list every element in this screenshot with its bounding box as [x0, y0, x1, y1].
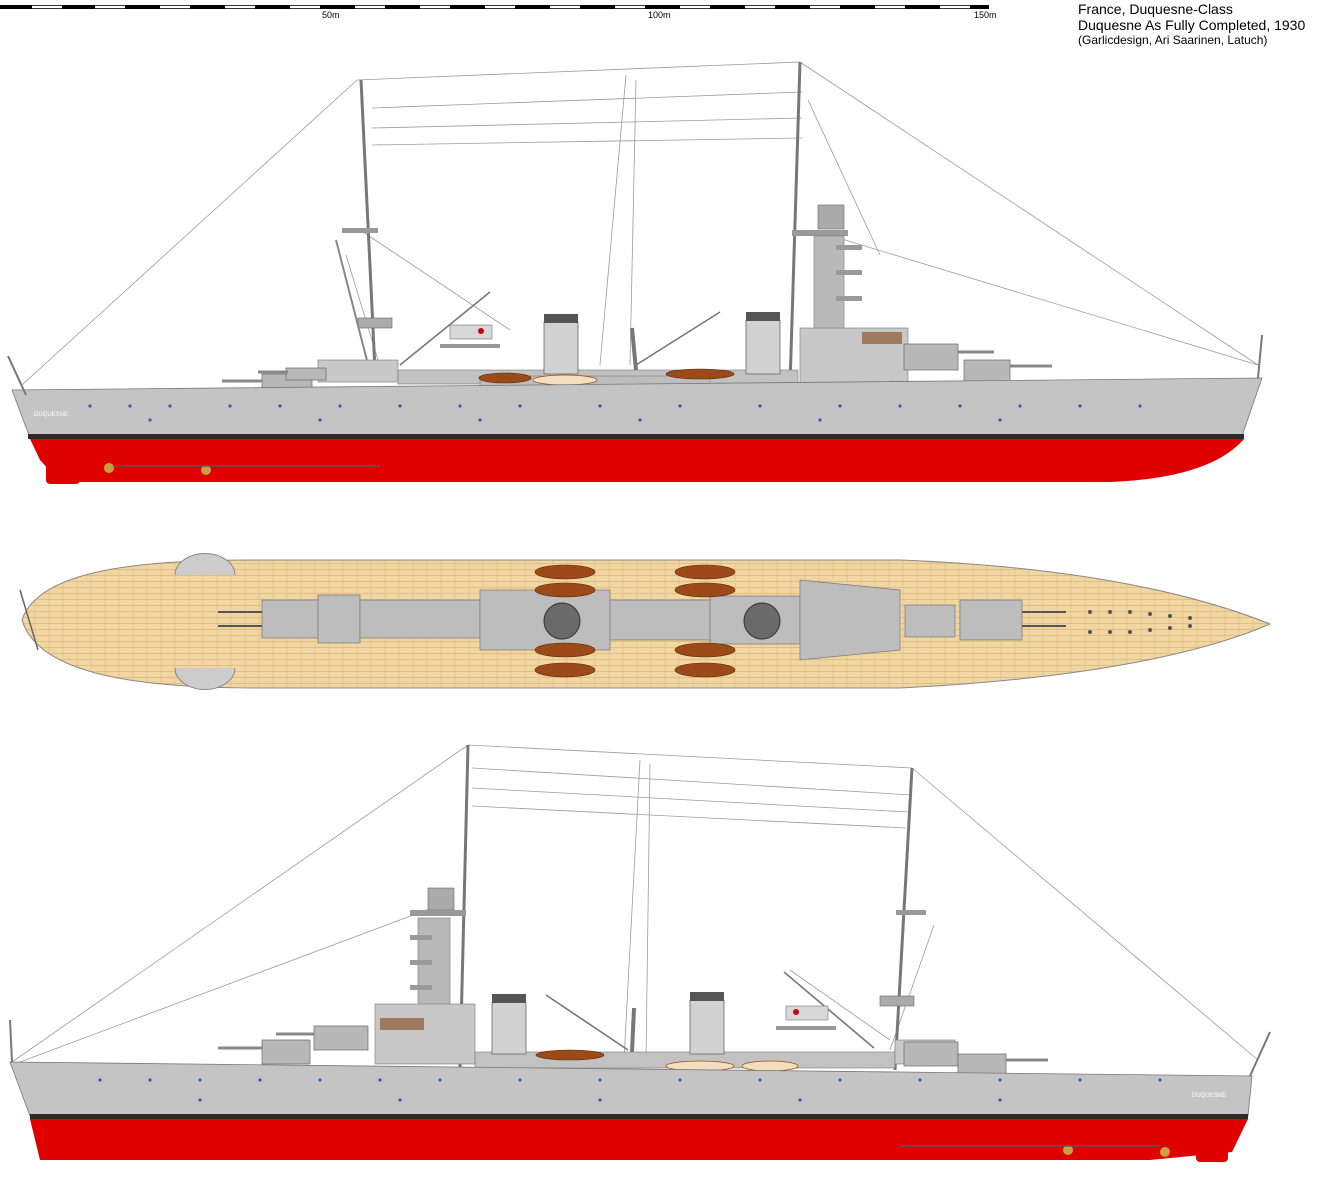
scale-label-100m: 100m: [648, 10, 671, 20]
gun-barrels-plan: [218, 611, 1066, 627]
seaplane-bottom: [776, 1005, 836, 1030]
portholes-bottom: [98, 1078, 1162, 1102]
boats-plan: [534, 564, 736, 678]
funnel-fore-bottom: [491, 994, 527, 1055]
hull-bottom-grey: [9, 1061, 1253, 1117]
gun-barrels-top: [222, 350, 1052, 383]
title-line-ship: Duquesne As Fully Completed, 1930: [1078, 17, 1306, 33]
mast-fore-top: [335, 79, 393, 381]
scale-label-50m: 50m: [322, 10, 340, 20]
title-block: France, Duquesne-Class Duquesne As Fully…: [1078, 1, 1334, 48]
name-plate-top: DUQUESNE: [34, 412, 68, 418]
propellers-bottom: [1063, 1145, 1170, 1157]
cranes-top: [399, 291, 721, 371]
scale-bar: [0, 5, 989, 9]
name-plate-bottom: DUQUESNE: [1192, 1093, 1226, 1099]
funnel-fore-top: [543, 314, 579, 375]
mast-main-bottom: [879, 767, 926, 1071]
hull-top-grey: [11, 377, 1263, 439]
rigging-bottom: [11, 744, 1259, 1063]
seaplane-top: [440, 324, 500, 348]
hull-top-red: [30, 439, 1244, 482]
title-line-country-class: France, Duquesne-Class: [1078, 1, 1233, 17]
hull-bottom-red: [30, 1119, 1248, 1160]
portholes-top: [88, 404, 1142, 422]
rudder-top: [46, 450, 80, 484]
funnel-fore-plan: [543, 602, 581, 640]
funnel-aft-top: [745, 312, 781, 375]
profile-view-starboard: [7, 61, 1263, 484]
cranes-bottom: [545, 971, 875, 1053]
rudder-bottom: [1196, 1128, 1228, 1162]
anchor-chains-plan: [1088, 610, 1192, 634]
funnel-aft-plan: [743, 602, 781, 640]
profile-view-port: [9, 744, 1271, 1162]
scale-label-150m: 150m: [974, 10, 997, 20]
boot-top-top: [28, 434, 1244, 439]
plan-superstructure: [261, 579, 1023, 661]
propellers-top: [104, 463, 211, 475]
boot-top-bottom: [30, 1114, 1248, 1119]
title-line-credits: (Garlicdesign, Ari Saarinen, Latuch): [1078, 33, 1268, 47]
funnel-aft-bottom: [689, 992, 725, 1055]
mast-main-top: [788, 61, 862, 386]
turrets-bottom: [261, 1025, 1007, 1075]
gun-barrels-bottom: [218, 1032, 1048, 1062]
superstructure-bottom: [374, 1003, 956, 1072]
rigging-top: [21, 61, 1259, 386]
plan-view: [19, 553, 1272, 690]
